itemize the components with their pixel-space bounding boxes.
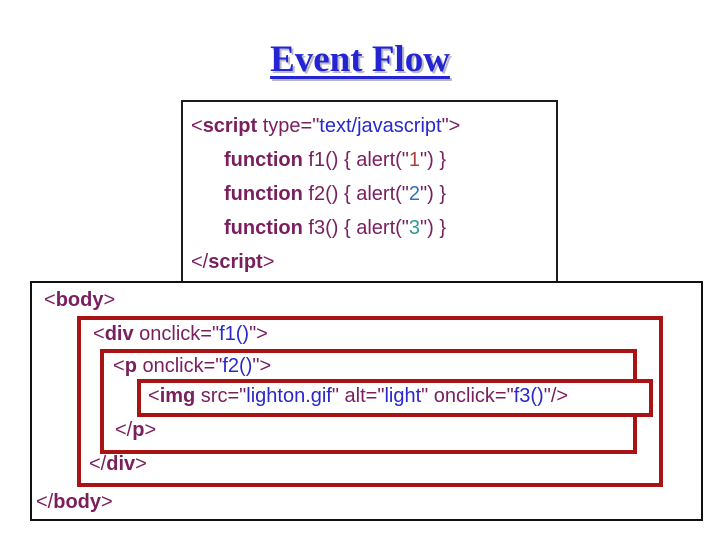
- code-token: ">: [441, 115, 461, 137]
- code-token: ") }: [420, 217, 447, 239]
- code-token: </: [191, 251, 209, 273]
- code-token: type=": [257, 115, 320, 137]
- code-token: function: [224, 149, 303, 171]
- code-token: >: [103, 289, 116, 311]
- code-token: p: [124, 355, 137, 377]
- code-token: text/javascript: [319, 115, 442, 137]
- code-token: >: [135, 453, 147, 475]
- code-token: body: [53, 491, 102, 513]
- code-line-p-close: </p>: [115, 418, 156, 442]
- code-token: div: [104, 323, 134, 345]
- code-token: ") }: [420, 149, 447, 171]
- code-token: div: [106, 453, 136, 475]
- code-line-div-open: <div onclick="f1()">: [93, 322, 268, 346]
- code-token: >: [101, 491, 113, 513]
- code-token: function: [224, 183, 303, 205]
- code-token: <: [44, 289, 56, 311]
- code-token: f1() { alert(": [302, 149, 409, 171]
- code-line-function-f3: function f3() { alert("3") }: [183, 211, 556, 245]
- code-token: " onclick=": [421, 385, 514, 407]
- code-token: onclick=": [136, 355, 223, 377]
- code-token: ">: [252, 355, 272, 377]
- code-token: " alt=": [331, 385, 385, 407]
- code-token: <: [191, 115, 203, 137]
- code-token: </: [115, 419, 133, 441]
- code-token: src=": [195, 385, 247, 407]
- code-token: ") }: [420, 183, 447, 205]
- code-token: function: [224, 217, 303, 239]
- code-token: f3() { alert(": [302, 217, 409, 239]
- code-token: "/>: [543, 385, 569, 407]
- code-line-function-f1: function f1() { alert("1") }: [183, 143, 556, 177]
- code-token: img: [159, 385, 196, 407]
- code-line-script-close: </script>: [183, 245, 556, 279]
- code-token: 2: [408, 183, 421, 205]
- code-token: </: [89, 453, 107, 475]
- code-token: light: [384, 385, 422, 407]
- code-token: <: [113, 355, 125, 377]
- code-token: f2() { alert(": [302, 183, 409, 205]
- code-token: </: [36, 491, 54, 513]
- code-token: <: [93, 323, 105, 345]
- code-token: lighton.gif: [246, 385, 332, 407]
- code-token: 1: [408, 149, 421, 171]
- code-token: >: [144, 419, 157, 441]
- script-code-box: <script type="text/javascript"> function…: [181, 100, 558, 285]
- code-line-body-close: </body>: [36, 490, 113, 514]
- code-line-p-open: <p onclick="f2()">: [113, 354, 271, 378]
- page-title: Event Flow: [270, 39, 450, 80]
- code-token: f2(): [222, 355, 253, 377]
- div-element-box: <div onclick="f1()"> <p onclick="f2()"> …: [77, 316, 663, 487]
- code-token: <: [148, 385, 160, 407]
- code-token: f3(): [513, 385, 544, 407]
- code-token: >: [262, 251, 275, 273]
- code-token: p: [132, 419, 145, 441]
- code-token: onclick=": [133, 323, 220, 345]
- img-element-box: <img src="lighton.gif" alt="light" oncli…: [137, 379, 653, 417]
- p-element-box: <p onclick="f2()"> <img src="lighton.gif…: [100, 349, 653, 454]
- code-line-function-f2: function f2() { alert("2") }: [183, 177, 556, 211]
- body-element-box: <body> <div onclick="f1()"> <p onclick="…: [30, 281, 703, 521]
- code-line-body-open: <body>: [44, 288, 115, 312]
- code-token: script: [202, 115, 258, 137]
- code-token: script: [208, 251, 263, 273]
- code-line-script-open: <script type="text/javascript">: [183, 109, 556, 143]
- code-token: f1(): [219, 323, 250, 345]
- code-line-img: <img src="lighton.gif" alt="light" oncli…: [148, 384, 568, 408]
- code-line-div-close: </div>: [89, 452, 147, 476]
- code-token: ">: [249, 323, 268, 345]
- code-token: 3: [408, 217, 421, 239]
- code-token: body: [55, 289, 104, 311]
